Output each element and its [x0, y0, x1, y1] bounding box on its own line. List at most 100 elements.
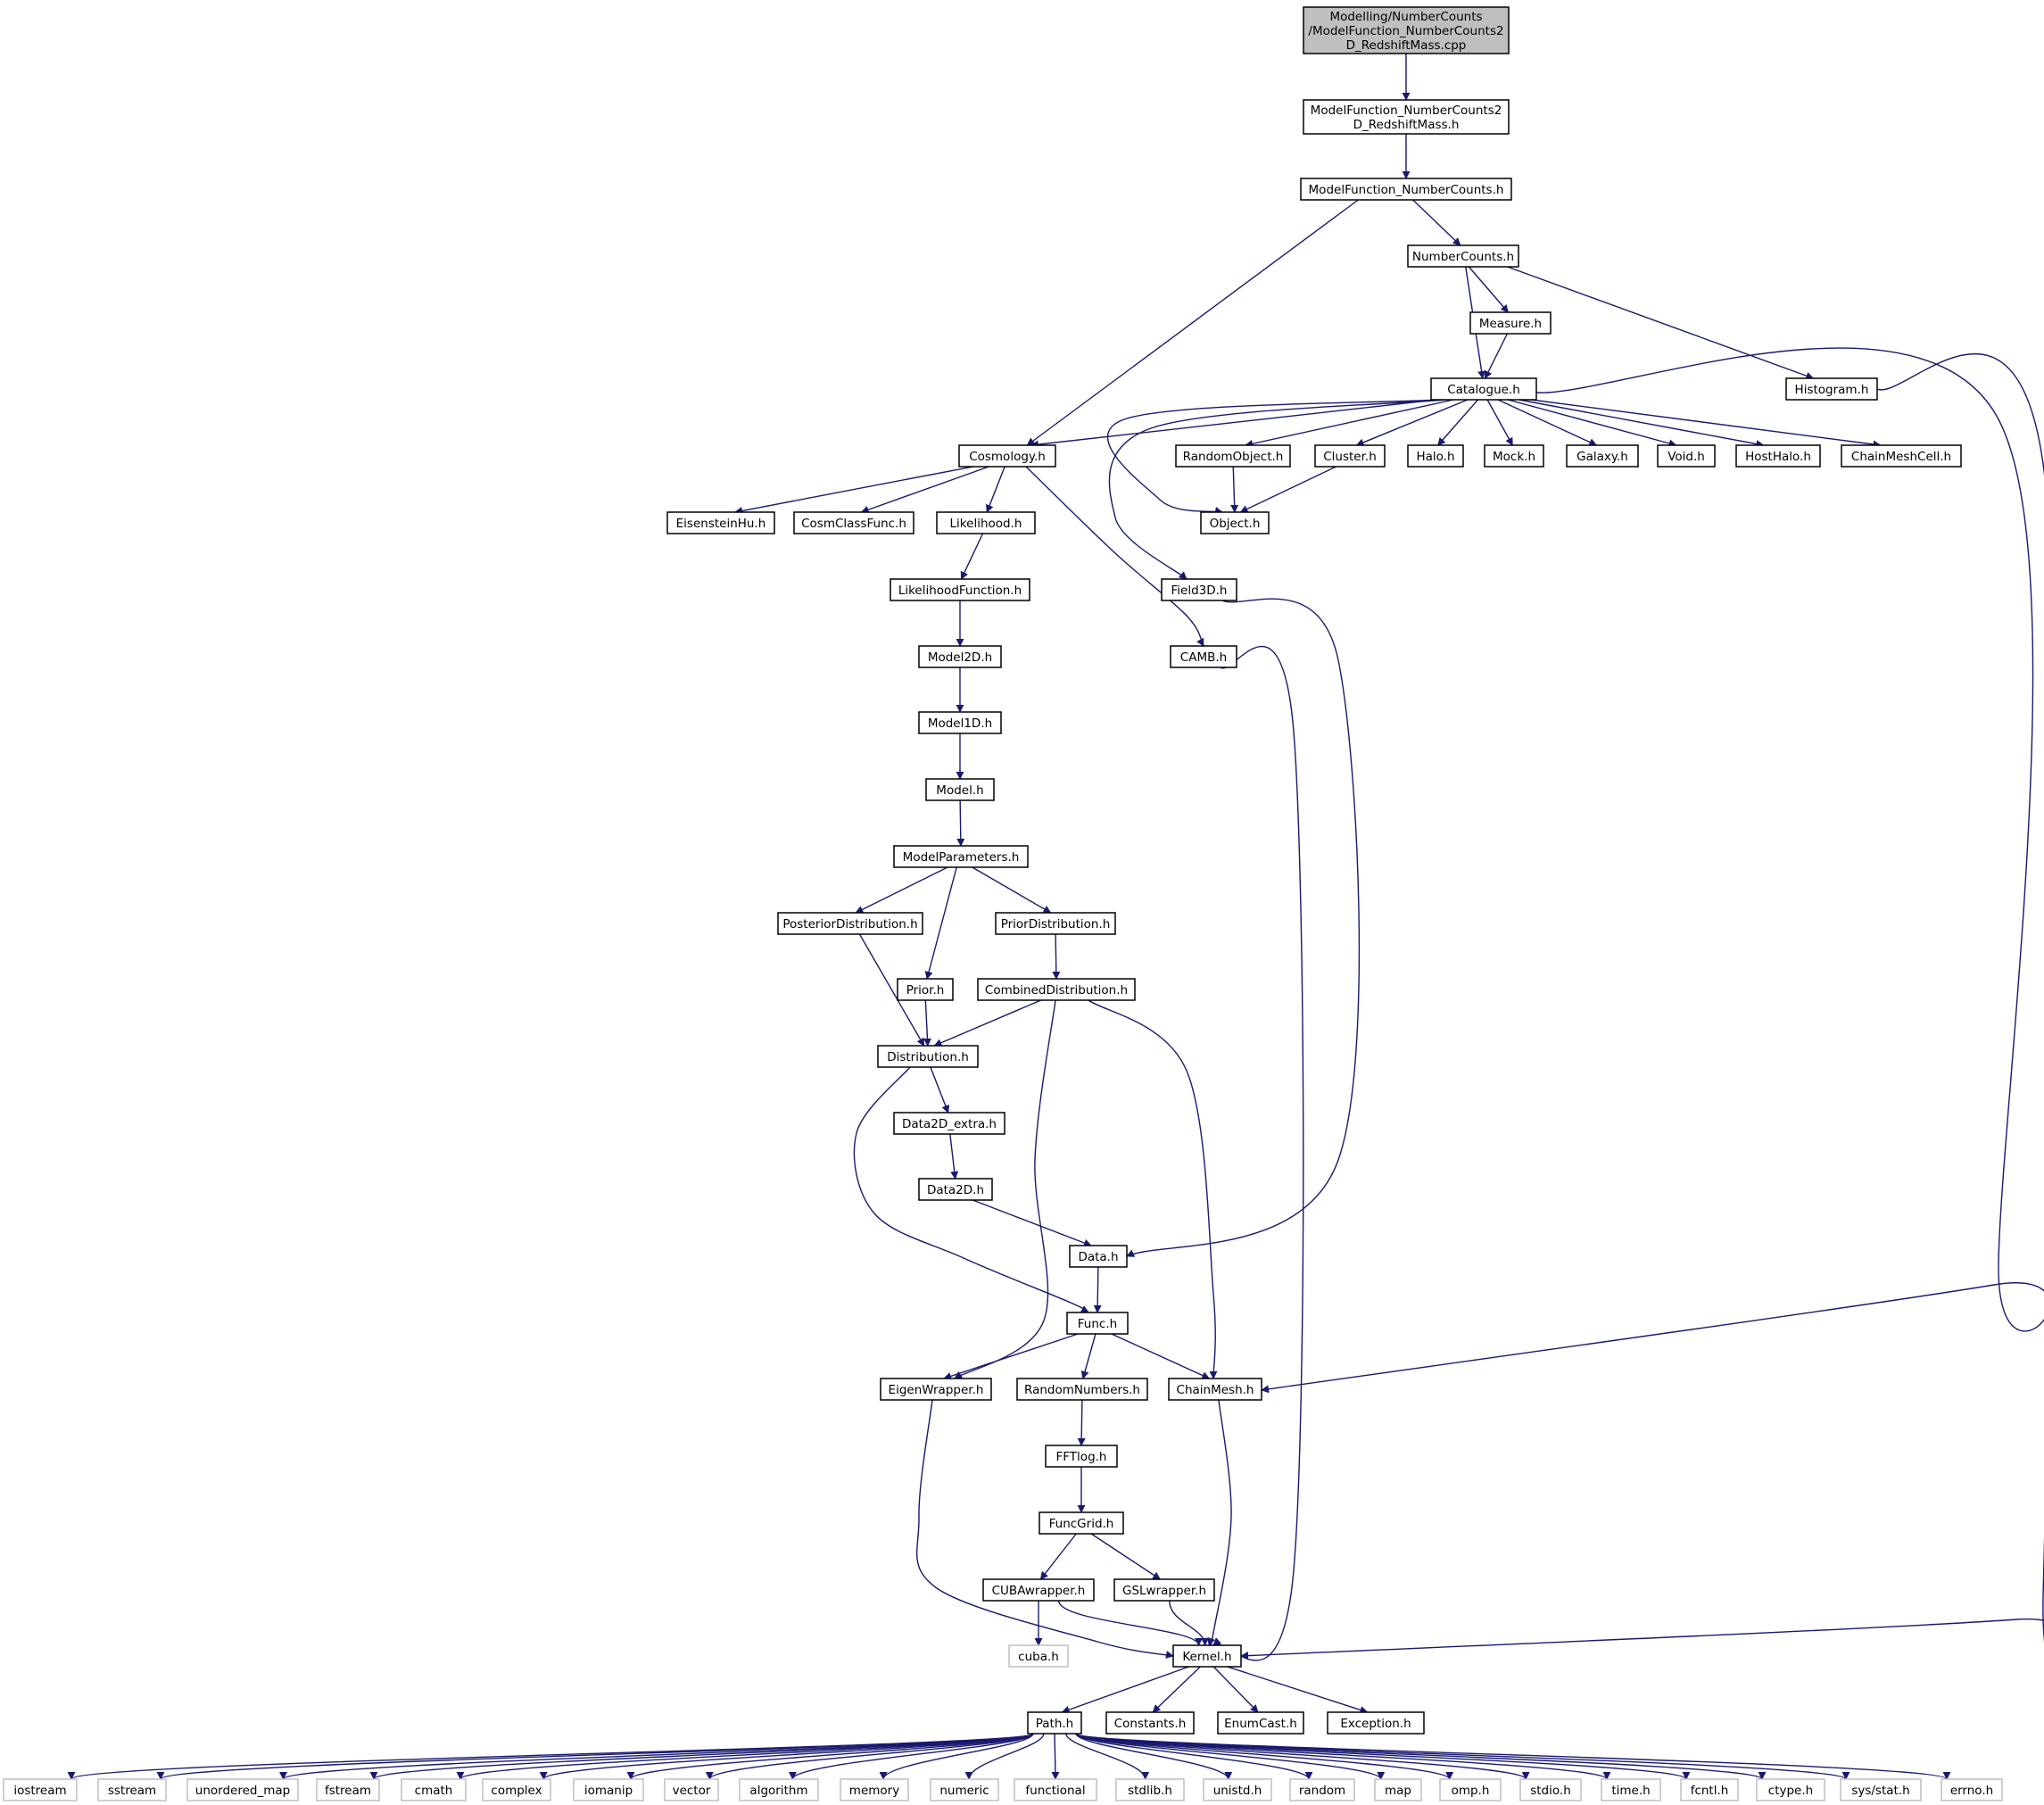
- node-likelihoodfunction-h[interactable]: LikelihoodFunction.h: [890, 578, 1030, 601]
- node-mock-h[interactable]: Mock.h: [1484, 444, 1544, 468]
- node-box: [1115, 1778, 1185, 1801]
- node-exception-h[interactable]: Exception.h: [1327, 1711, 1425, 1735]
- node-numeric[interactable]: numeric: [930, 1778, 999, 1801]
- node-stdlib-h[interactable]: stdlib.h: [1115, 1778, 1185, 1801]
- node-measure-h[interactable]: Measure.h: [1469, 311, 1552, 335]
- node-chainmesh-h[interactable]: ChainMesh.h: [1168, 1378, 1262, 1401]
- node-constants-h[interactable]: Constants.h: [1105, 1711, 1195, 1735]
- node-randomnumbers-h[interactable]: RandomNumbers.h: [1016, 1378, 1148, 1401]
- node-model2d-h[interactable]: Model2D.h: [918, 645, 1002, 668]
- node-box: [3, 1778, 78, 1801]
- node-errno-h[interactable]: errno.h: [1941, 1778, 2003, 1801]
- node-label: omp.h: [1452, 1784, 1490, 1798]
- node-sstream[interactable]: sstream: [97, 1778, 167, 1801]
- node-distribution-h[interactable]: Distribution.h: [877, 1045, 979, 1068]
- node-eisensteinhu-h[interactable]: EisensteinHu.h: [666, 511, 775, 534]
- node-funcgrid-h[interactable]: FuncGrid.h: [1039, 1511, 1124, 1535]
- node-data-h[interactable]: Data.h: [1069, 1245, 1128, 1268]
- node-kernel-h[interactable]: Kernel.h: [1172, 1644, 1242, 1668]
- node-data2d-extra-h[interactable]: Data2D_extra.h: [893, 1112, 1005, 1135]
- node-ctype-h[interactable]: ctype.h: [1756, 1778, 1825, 1801]
- node-vector[interactable]: vector: [664, 1778, 719, 1801]
- node-randomobject-h[interactable]: RandomObject.h: [1175, 444, 1291, 468]
- node-iostream[interactable]: iostream: [3, 1778, 78, 1801]
- node-complex[interactable]: complex: [482, 1778, 551, 1801]
- node-galaxy-h[interactable]: Galaxy.h: [1566, 444, 1639, 468]
- node-modelfunction-numbercounts-h[interactable]: ModelFunction_NumberCounts.h: [1300, 178, 1512, 201]
- node-memory[interactable]: memory: [840, 1778, 909, 1801]
- node-eigenwrapper-h[interactable]: EigenWrapper.h: [880, 1378, 992, 1401]
- node-omp-h[interactable]: omp.h: [1439, 1778, 1502, 1801]
- node-functional[interactable]: functional: [1014, 1778, 1097, 1801]
- node-map[interactable]: map: [1374, 1778, 1422, 1801]
- node-unistd-h[interactable]: unistd.h: [1203, 1778, 1272, 1801]
- node-box: [1170, 645, 1237, 668]
- edge-mfnc-h-to-cosmology-h: [1026, 199, 1359, 446]
- node-combineddistribution-h[interactable]: CombinedDistribution.h: [977, 978, 1136, 1001]
- node-modelling-numbercounts-modelfunction-numbercounts2d-redshiftmass-cpp[interactable]: Modelling/NumberCounts/ModelFunction_Num…: [1303, 6, 1510, 54]
- node-model-h[interactable]: Model.h: [925, 778, 995, 801]
- node-stdio-h[interactable]: stdio.h: [1519, 1778, 1582, 1801]
- node-fstream[interactable]: fstream: [316, 1778, 380, 1801]
- node-camb-h[interactable]: CAMB.h: [1170, 645, 1237, 668]
- node-box: [1841, 444, 1962, 468]
- edge-cosmology-h-to-cosmclassfunc-h: [860, 466, 989, 514]
- node-box: [1217, 1711, 1304, 1735]
- node-posteriordistribution-h[interactable]: PosteriorDistribution.h: [777, 912, 923, 935]
- node-box: [573, 1778, 644, 1801]
- node-cubawrapper-h[interactable]: CUBAwrapper.h: [982, 1578, 1095, 1602]
- edge-path-h-to-time-h: [1075, 1733, 1611, 1780]
- edge-catalogue-h-to-object-h: [1107, 399, 1442, 515]
- node-cluster-h[interactable]: Cluster.h: [1314, 444, 1386, 468]
- node-unordered-map[interactable]: unordered_map: [186, 1778, 299, 1801]
- nodes-layer: Modelling/NumberCounts/ModelFunction_Num…: [3, 6, 2003, 1801]
- edge-path-h-to-random: [1075, 1733, 1313, 1780]
- node-priordistribution-h[interactable]: PriorDistribution.h: [995, 912, 1116, 935]
- node-modelparameters-h[interactable]: ModelParameters.h: [893, 845, 1029, 868]
- node-numbercounts-h[interactable]: NumberCounts.h: [1407, 244, 1519, 268]
- node-algorithm[interactable]: algorithm: [739, 1778, 819, 1801]
- node-cmath[interactable]: cmath: [401, 1778, 467, 1801]
- node-random[interactable]: random: [1289, 1778, 1355, 1801]
- node-field3d-h[interactable]: Field3D.h: [1161, 578, 1237, 601]
- node-modelfunction-numbercounts2d-redshiftmass-h[interactable]: ModelFunction_NumberCounts2D_RedshiftMas…: [1303, 99, 1510, 135]
- node-data2d-h[interactable]: Data2D.h: [918, 1178, 993, 1201]
- node-label: stdlib.h: [1128, 1784, 1172, 1798]
- node-box: [401, 1778, 467, 1801]
- node-histogram-h[interactable]: Histogram.h: [1785, 377, 1878, 401]
- node-cosmclassfunc-h[interactable]: CosmClassFunc.h: [793, 511, 914, 534]
- node-label: functional: [1025, 1784, 1085, 1798]
- node-likelihood-h[interactable]: Likelihood.h: [936, 511, 1036, 534]
- node-enumcast-h[interactable]: EnumCast.h: [1217, 1711, 1304, 1735]
- node-box: [1113, 1578, 1215, 1602]
- node-catalogue-h[interactable]: Catalogue.h: [1430, 377, 1537, 401]
- node-object-h[interactable]: Object.h: [1200, 511, 1270, 534]
- node-halo-h[interactable]: Halo.h: [1407, 444, 1464, 468]
- node-chainmeshcell-h[interactable]: ChainMeshCell.h: [1841, 444, 1962, 468]
- node-hosthalo-h[interactable]: HostHalo.h: [1735, 444, 1821, 468]
- node-cuba-h[interactable]: cuba.h: [1008, 1644, 1069, 1668]
- node-iomanip[interactable]: iomanip: [573, 1778, 644, 1801]
- node-box: [1203, 1778, 1272, 1801]
- node-void-h[interactable]: Void.h: [1657, 444, 1716, 468]
- node-path-h[interactable]: Path.h: [1027, 1711, 1082, 1735]
- node-label: fcntl.h: [1691, 1784, 1729, 1798]
- node-fftlog-h[interactable]: FFTlog.h: [1045, 1445, 1118, 1468]
- node-fcntl-h[interactable]: fcntl.h: [1680, 1778, 1739, 1801]
- edge-cosmology-h-to-likelihood-h: [985, 466, 1005, 513]
- node-model1d-h[interactable]: Model1D.h: [918, 711, 1002, 734]
- node-func-h[interactable]: Func.h: [1066, 1312, 1129, 1335]
- node-label: Measure.h: [1479, 317, 1542, 331]
- node-sys-stat-h[interactable]: sys/stat.h: [1840, 1778, 1922, 1801]
- node-box: [186, 1778, 299, 1801]
- node-box: [1407, 444, 1464, 468]
- node-prior-h[interactable]: Prior.h: [897, 978, 954, 1001]
- node-gslwrapper-h[interactable]: GSLwrapper.h: [1113, 1578, 1215, 1602]
- node-label: ChainMesh.h: [1177, 1383, 1254, 1397]
- node-box: [1735, 444, 1821, 468]
- node-time-h[interactable]: time.h: [1601, 1778, 1661, 1801]
- node-box: [1200, 511, 1270, 534]
- node-cosmology-h[interactable]: Cosmology.h: [958, 444, 1056, 468]
- node-box: [1168, 1378, 1262, 1401]
- node-box: [739, 1778, 819, 1801]
